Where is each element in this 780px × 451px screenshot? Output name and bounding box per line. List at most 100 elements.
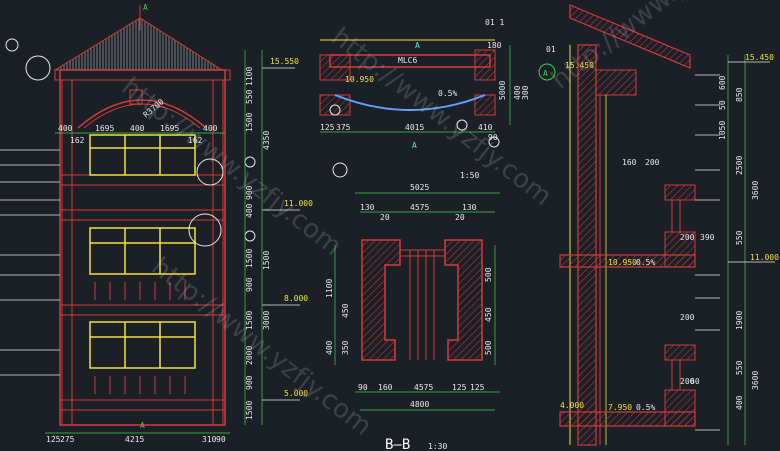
svg-text:900: 900 (245, 375, 254, 390)
svg-text:0.5%: 0.5% (636, 403, 655, 412)
balcony-railings (94, 282, 186, 394)
bb-scale: 1:30 (428, 442, 447, 451)
svg-text:180: 180 (487, 41, 502, 50)
svg-text:15.550: 15.550 (270, 57, 299, 66)
svg-text:20: 20 (455, 213, 465, 222)
svg-text:http://www.yzfjy.com: http://www.yzfjy.com (326, 22, 557, 212)
elevation-axis-mark: A (143, 3, 148, 12)
elev-dim-top: 400 (58, 124, 73, 133)
wall-section: 01 A 15.450 10.950 0.5% 7.950 0.5% 4.000… (538, 4, 779, 446)
svg-text:130: 130 (462, 203, 477, 212)
svg-text:4575: 4575 (414, 383, 433, 392)
wall-section-main-wall (577, 44, 597, 446)
svg-text:4575: 4575 (410, 203, 429, 212)
elev-dim-top: 400 (203, 124, 218, 133)
elev-dim-bottom: 125 (46, 435, 61, 444)
svg-text:160: 160 (378, 383, 393, 392)
svg-text:130: 130 (360, 203, 375, 212)
plan-slope: 0.5% (438, 89, 457, 98)
svg-text:4015: 4015 (405, 123, 424, 132)
bb-title: B—B (385, 437, 410, 451)
svg-text:600: 600 (718, 75, 727, 90)
svg-text:125: 125 (452, 383, 467, 392)
svg-text:125: 125 (320, 123, 335, 132)
detail-callout-circle (196, 158, 224, 186)
svg-text:350: 350 (341, 340, 350, 355)
svg-text:90: 90 (358, 383, 368, 392)
elev-dim-bottom: 275 (60, 435, 75, 444)
svg-text:1100: 1100 (325, 279, 334, 298)
elev-axis-mark-bottom: A (140, 421, 145, 430)
plan-beam-label: MLC6 (398, 56, 417, 65)
svg-text:125: 125 (470, 383, 485, 392)
plan-scale: 1:50 (460, 171, 479, 180)
svg-text:4.000: 4.000 (560, 401, 584, 410)
svg-text:5000: 5000 (498, 81, 507, 100)
elev-level-marks: 15.550 11.000 8.000 5.000 (262, 57, 313, 401)
window-level-1 (89, 321, 196, 369)
svg-text:http://www.yzfjy.com: http://www.yzfjy.com (116, 72, 347, 262)
svg-text:900: 900 (245, 185, 254, 200)
svg-text:1900: 1900 (735, 311, 744, 330)
svg-text:5.000: 5.000 (284, 389, 308, 398)
elev-dim-top: 400 (130, 124, 145, 133)
svg-text:375: 375 (336, 123, 351, 132)
svg-text:11.000: 11.000 (750, 253, 779, 262)
svg-text:1500: 1500 (245, 113, 254, 132)
svg-text:1500: 1500 (245, 249, 254, 268)
svg-text:3000: 3000 (262, 311, 271, 330)
svg-text:850: 850 (735, 87, 744, 102)
svg-text:500: 500 (484, 340, 493, 355)
plan-curved-glass (334, 94, 486, 111)
svg-text:3600: 3600 (751, 371, 760, 390)
svg-text:15.450: 15.450 (745, 53, 774, 62)
section-bb: 5025 130 20 4575 20 130 1100 450 400 350… (325, 183, 500, 451)
svg-text:20: 20 (380, 213, 390, 222)
svg-text:50: 50 (718, 100, 727, 110)
elev-dim-bottom: 90 (216, 435, 226, 444)
svg-text:10.950: 10.950 (608, 258, 637, 267)
svg-text:200: 200 (680, 377, 695, 386)
svg-text:7.950: 7.950 (608, 403, 632, 412)
svg-text:160: 160 (622, 158, 637, 167)
svg-text:1100: 1100 (245, 67, 254, 86)
svg-text:11.000: 11.000 (284, 199, 313, 208)
svg-text:500: 500 (484, 267, 493, 282)
svg-text:4350: 4350 (262, 131, 271, 150)
svg-text:400: 400 (513, 85, 522, 100)
svg-text:200: 200 (680, 233, 695, 242)
bb-left-pier (361, 239, 401, 361)
svg-text:1500: 1500 (262, 251, 271, 270)
svg-text:2000: 2000 (245, 346, 254, 365)
svg-text:410: 410 (478, 123, 493, 132)
ws-right-dims: 600 850 50 1050 2500 3600 550 1900 550 4… (718, 75, 760, 410)
svg-text:200: 200 (645, 158, 660, 167)
svg-text:2500: 2500 (735, 156, 744, 175)
bb-right-pier (444, 239, 483, 361)
svg-text:550: 550 (245, 89, 254, 104)
roof-gable (53, 17, 224, 71)
svg-text:300: 300 (521, 85, 530, 100)
svg-text:60: 60 (690, 377, 700, 386)
elev-dim-top: 1695 (95, 124, 114, 133)
bb-overall-bottom: 4800 (410, 400, 429, 409)
bb-overall-top: 5025 (410, 183, 429, 192)
detail-callout-circle (188, 213, 222, 247)
front-elevation: A R3700 (0, 3, 313, 444)
elev-dim-top: 162 (188, 136, 203, 145)
plan-label-top: 01 1 (485, 18, 504, 27)
elev-dim-top: 162 (70, 136, 85, 145)
svg-text:1500: 1500 (245, 311, 254, 330)
svg-text:1500: 1500 (245, 401, 254, 420)
plan-detail: 01 1 A MLC6 10.950 0.5% 125 375 4015 410… (319, 18, 530, 180)
svg-text:390: 390 (700, 233, 715, 242)
svg-text:400: 400 (325, 340, 334, 355)
window-level-2 (89, 227, 196, 275)
elev-dim-bottom: 310 (202, 435, 217, 444)
svg-text:400: 400 (735, 395, 744, 410)
plan-section-mark: A (412, 141, 417, 150)
svg-text:450: 450 (484, 307, 493, 322)
plan-section-mark: A (415, 41, 420, 50)
svg-text:1050: 1050 (718, 121, 727, 140)
